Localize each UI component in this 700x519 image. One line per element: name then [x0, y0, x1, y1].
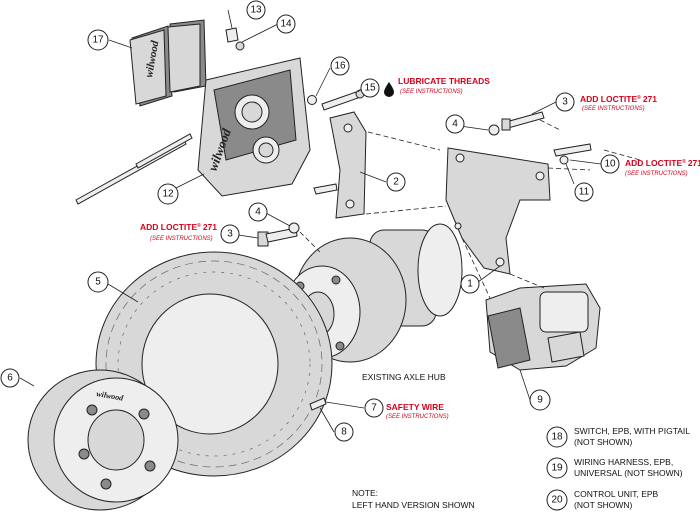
- svg-text:SAFETY WIRE: SAFETY WIRE: [386, 402, 444, 412]
- not-shown-item-19: 19 WIRING HARNESS, EPB, UNIVERSAL (NOT S…: [546, 457, 683, 479]
- svg-text:ADD LOCTITE®271: ADD LOCTITE®271: [580, 94, 657, 104]
- svg-text:18: 18: [551, 432, 563, 443]
- svg-text:12: 12: [162, 189, 174, 200]
- brake-pads: wilwood: [129, 19, 207, 107]
- callout-14: 14: [276, 14, 296, 34]
- svg-text:ADD LOCTITE®271: ADD LOCTITE®271: [140, 222, 217, 232]
- svg-text:LUBRICATE THREADS: LUBRICATE THREADS: [398, 76, 490, 86]
- bracket-plate: [445, 147, 551, 275]
- svg-text:2: 2: [393, 177, 399, 188]
- svg-text:WIRING HARNESS, EPB,: WIRING HARNESS, EPB,: [574, 457, 673, 467]
- svg-text:13: 13: [250, 5, 262, 16]
- svg-text:20: 20: [551, 495, 563, 506]
- note-body: LEFT HAND VERSION SHOWN: [352, 500, 475, 510]
- svg-text:7: 7: [371, 403, 377, 414]
- callout-4-right: 4: [445, 114, 465, 134]
- svg-text:6: 6: [7, 373, 13, 384]
- svg-text:(SEE INSTRUCTIONS): (SEE INSTRUCTIONS): [150, 236, 213, 242]
- svg-text:(NOT SHOWN): (NOT SHOWN): [574, 500, 633, 510]
- callout-15: 15: [360, 78, 380, 98]
- svg-text:4: 4: [452, 119, 458, 130]
- rotor-screw: [309, 397, 327, 411]
- svg-text:16: 16: [334, 61, 346, 72]
- callout-11: 11: [574, 182, 594, 202]
- svg-text:ADD LOCTITE®271: ADD LOCTITE®271: [625, 158, 700, 168]
- svg-text:19: 19: [551, 463, 563, 474]
- pad-pins: [75, 133, 193, 205]
- note-loctite-top-right: ADD LOCTITE®271 (SEE INSTRUCTIONS): [580, 94, 657, 112]
- svg-text:9: 9: [537, 395, 543, 406]
- svg-text:(SEE INSTRUCTIONS): (SEE INSTRUCTIONS): [582, 106, 645, 112]
- callout-12: 12: [157, 183, 179, 205]
- bracket-bolts-right: [488, 111, 592, 165]
- axle-hub-label: EXISTING AXLE HUB: [362, 372, 446, 382]
- caliper: wilwood: [197, 57, 311, 197]
- svg-text:(NOT SHOWN): (NOT SHOWN): [574, 437, 633, 447]
- callout-3-right: 3: [555, 92, 575, 112]
- callout-5: 5: [87, 271, 109, 293]
- assembly-dash-lines: [299, 119, 641, 299]
- svg-text:3: 3: [227, 229, 233, 240]
- note-lubricate-threads: LUBRICATE THREADS (SEE INSTRUCTIONS): [384, 76, 490, 97]
- not-shown-item-20: 20 CONTROL UNIT, EPB (NOT SHOWN): [546, 489, 659, 511]
- svg-text:10: 10: [604, 159, 616, 170]
- rotor-hat: wilwood: [27, 369, 179, 511]
- callout-17: 17: [87, 29, 109, 51]
- svg-text:15: 15: [364, 83, 376, 94]
- svg-text:14: 14: [280, 19, 292, 30]
- droplet-icon: [384, 82, 394, 97]
- svg-text:3: 3: [562, 97, 568, 108]
- callout-4-left: 4: [248, 202, 268, 222]
- svg-text:CONTROL UNIT, EPB: CONTROL UNIT, EPB: [574, 489, 659, 499]
- callout-9: 9: [529, 389, 551, 411]
- callout-2: 2: [386, 172, 406, 192]
- callout-7: 7: [364, 398, 384, 418]
- callout-3-left: 3: [220, 224, 240, 244]
- note-loctite-right: ADD LOCTITE®271 (SEE INSTRUCTIONS): [625, 158, 700, 177]
- callout-10: 10: [600, 154, 620, 174]
- mount-bolt-washer: [307, 89, 365, 111]
- svg-text:11: 11: [579, 187, 590, 198]
- note-loctite-left: ADD LOCTITE®271 (SEE INSTRUCTIONS): [140, 222, 217, 242]
- svg-text:5: 5: [95, 277, 101, 288]
- leader-lines: [19, 9, 602, 433]
- svg-text:(SEE INSTRUCTIONS): (SEE INSTRUCTIONS): [625, 171, 688, 177]
- callout-13: 13: [246, 0, 266, 20]
- bleeder-screw: [225, 27, 245, 51]
- mounting-bracket: [313, 111, 367, 219]
- svg-text:(SEE INSTRUCTIONS): (SEE INSTRUCTIONS): [400, 89, 463, 95]
- svg-text:17: 17: [92, 35, 104, 46]
- svg-text:4: 4: [255, 207, 261, 218]
- bracket-bolts-left: [257, 222, 300, 247]
- svg-text:8: 8: [341, 427, 347, 438]
- callout-16: 16: [330, 56, 350, 76]
- not-shown-item-18: 18 SWITCH, EPB, WITH PIGTAIL (NOT SHOWN): [546, 426, 690, 448]
- svg-text:SWITCH, EPB, WITH PIGTAIL: SWITCH, EPB, WITH PIGTAIL: [574, 426, 690, 436]
- epb-caliper: [485, 283, 601, 371]
- callout-1: 1: [460, 274, 480, 294]
- callout-6: 6: [0, 368, 20, 388]
- note-safety-wire: SAFETY WIRE (SEE INSTRUCTIONS): [386, 402, 449, 420]
- svg-text:UNIVERSAL (NOT SHOWN): UNIVERSAL (NOT SHOWN): [574, 468, 683, 478]
- callout-8: 8: [334, 422, 354, 442]
- svg-text:(SEE INSTRUCTIONS): (SEE INSTRUCTIONS): [386, 414, 449, 420]
- note-title: NOTE:: [352, 488, 378, 498]
- svg-text:1: 1: [467, 279, 473, 290]
